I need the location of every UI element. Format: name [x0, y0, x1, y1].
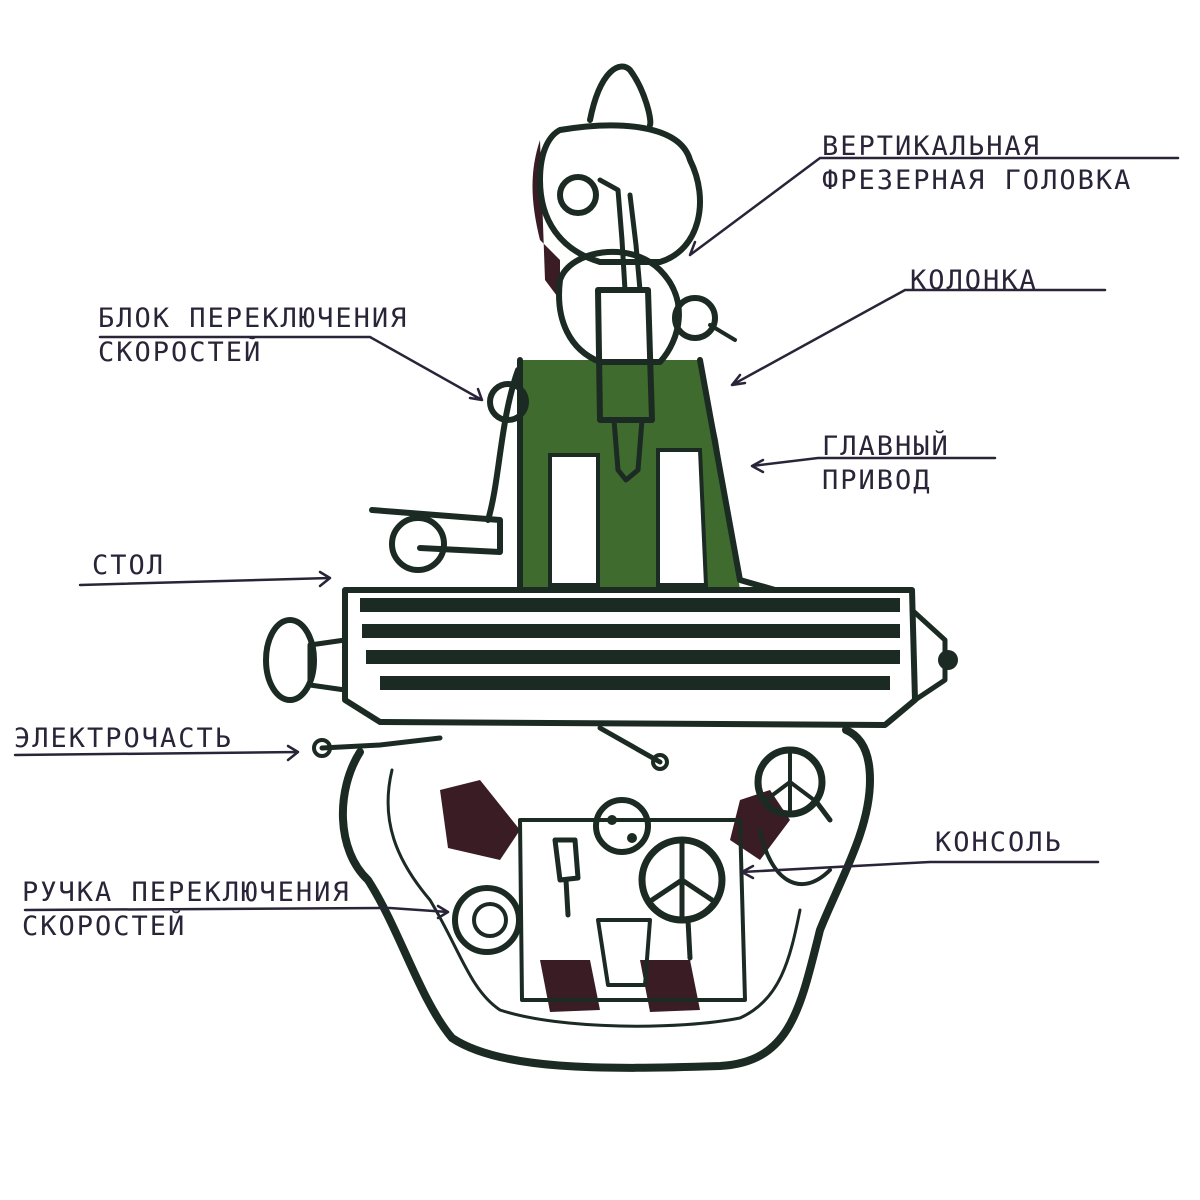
- label-speed-block: БЛОК ПЕРЕКЛЮЧЕНИЯ СКОРОСТЕЙ: [98, 302, 408, 370]
- electrical-knob: [312, 738, 332, 758]
- label-speed-block-line1: БЛОК ПЕРЕКЛЮЧЕНИЯ: [98, 303, 409, 334]
- label-electrical-line1: ЭЛЕКТРОЧАСТЬ: [14, 723, 234, 754]
- milling-head: [532, 63, 737, 483]
- console-handwheel-lever: [685, 917, 693, 961]
- label-vertical-head-line2: ФРЕЗЕРНАЯ ГОЛОВКА: [822, 165, 1133, 196]
- column-window-right: [656, 448, 709, 587]
- table-slot-1: [360, 598, 900, 612]
- work-table: [263, 587, 958, 728]
- table-right-knob: [938, 650, 958, 670]
- label-table-line1: СТОЛ: [92, 550, 166, 581]
- leader-electrical: [13, 744, 300, 762]
- label-electrical: ЭЛЕКТРОЧАСТЬ: [14, 722, 233, 756]
- leader-speed-handle: [23, 904, 450, 920]
- head-lever: [597, 177, 643, 293]
- machine-base: [312, 725, 874, 1072]
- speed-handle-knob: [452, 885, 522, 955]
- label-main-drive-line2: ПРИВОД: [822, 465, 932, 496]
- label-column: КОЛОНКА: [910, 264, 1038, 298]
- head-housing: [537, 122, 703, 265]
- console-gear: [593, 797, 651, 855]
- column-left-curve: [485, 367, 521, 523]
- base-inner-outline: [386, 768, 802, 1028]
- label-speed-handle: РУЧКА ПЕРЕКЛЮЧЕНИЯ СКОРОСТЕЙ: [22, 876, 351, 944]
- base-outline: [338, 726, 874, 1072]
- leader-column: [730, 288, 1107, 387]
- base-shade-bottom-left: [540, 960, 600, 1012]
- console-gear-dot: [607, 815, 617, 825]
- column-outline: [517, 357, 778, 593]
- label-console-line1: КОНСОЛЬ: [935, 827, 1063, 858]
- head-top-cone: [587, 63, 654, 128]
- label-main-drive: ГЛАВНЫЙ ПРИВОД: [822, 430, 950, 498]
- speed-handle-hub: [472, 902, 508, 938]
- center-lever-knob: [651, 753, 669, 771]
- leader-vertical-head: [688, 156, 1180, 257]
- column-window-left: [548, 453, 600, 587]
- right-cable: [758, 828, 832, 887]
- head-lower-housing: [556, 248, 682, 365]
- label-speed-handle-line1: РУЧКА ПЕРЕКЛЮЧЕНИЯ: [22, 877, 351, 908]
- console-panel: [518, 818, 747, 1002]
- side-crank-wheel: [389, 515, 447, 573]
- center-lever: [597, 725, 663, 765]
- column: [369, 357, 778, 593]
- table-slot-3: [366, 650, 900, 664]
- feed-shaft: [552, 837, 581, 918]
- base-shade-bottom-right: [640, 960, 700, 1012]
- leader-main-drive: [750, 456, 997, 474]
- speed-block-knob: [487, 381, 529, 423]
- console-gear-dot-2: [627, 833, 637, 843]
- leader-console: [740, 860, 1100, 880]
- leader-table: [78, 570, 332, 588]
- label-speed-block-line2: СКОРОСТЕЙ: [98, 337, 263, 368]
- right-lever: [812, 797, 833, 823]
- spindle-tool: [611, 417, 645, 483]
- label-console: КОНСОЛЬ: [935, 826, 1063, 860]
- label-main-drive-line1: ГЛАВНЫЙ: [822, 431, 950, 462]
- console-handwheel-spokes: [649, 839, 715, 921]
- table-slot-4: [380, 676, 890, 690]
- leader-speed-block: [98, 335, 484, 402]
- spindle-quill: [595, 287, 655, 423]
- side-crank-arm: [369, 507, 503, 555]
- head-handwheel: [672, 295, 718, 341]
- label-vertical-head-line1: ВЕРТИКАЛЬНАЯ: [822, 131, 1042, 162]
- table-outline: [342, 587, 918, 728]
- electrical-lever: [319, 735, 443, 751]
- label-column-line1: КОЛОНКА: [910, 265, 1038, 296]
- table-left-handwheel: [263, 617, 317, 703]
- leader-lines: [13, 156, 1180, 920]
- label-table: СТОЛ: [92, 549, 165, 583]
- table-slot-2: [362, 624, 900, 638]
- base-shade-left: [440, 780, 520, 860]
- head-handwheel-lever: [708, 323, 737, 342]
- head-motor-cap: [557, 174, 599, 216]
- label-speed-handle-line2: СКОРОСТЕЙ: [22, 911, 187, 942]
- console-slot: [596, 918, 652, 987]
- label-vertical-head: ВЕРТИКАЛЬНАЯ ФРЕЗЕРНАЯ ГОЛОВКА: [822, 130, 1132, 198]
- right-handwheel-spokes: [764, 750, 816, 814]
